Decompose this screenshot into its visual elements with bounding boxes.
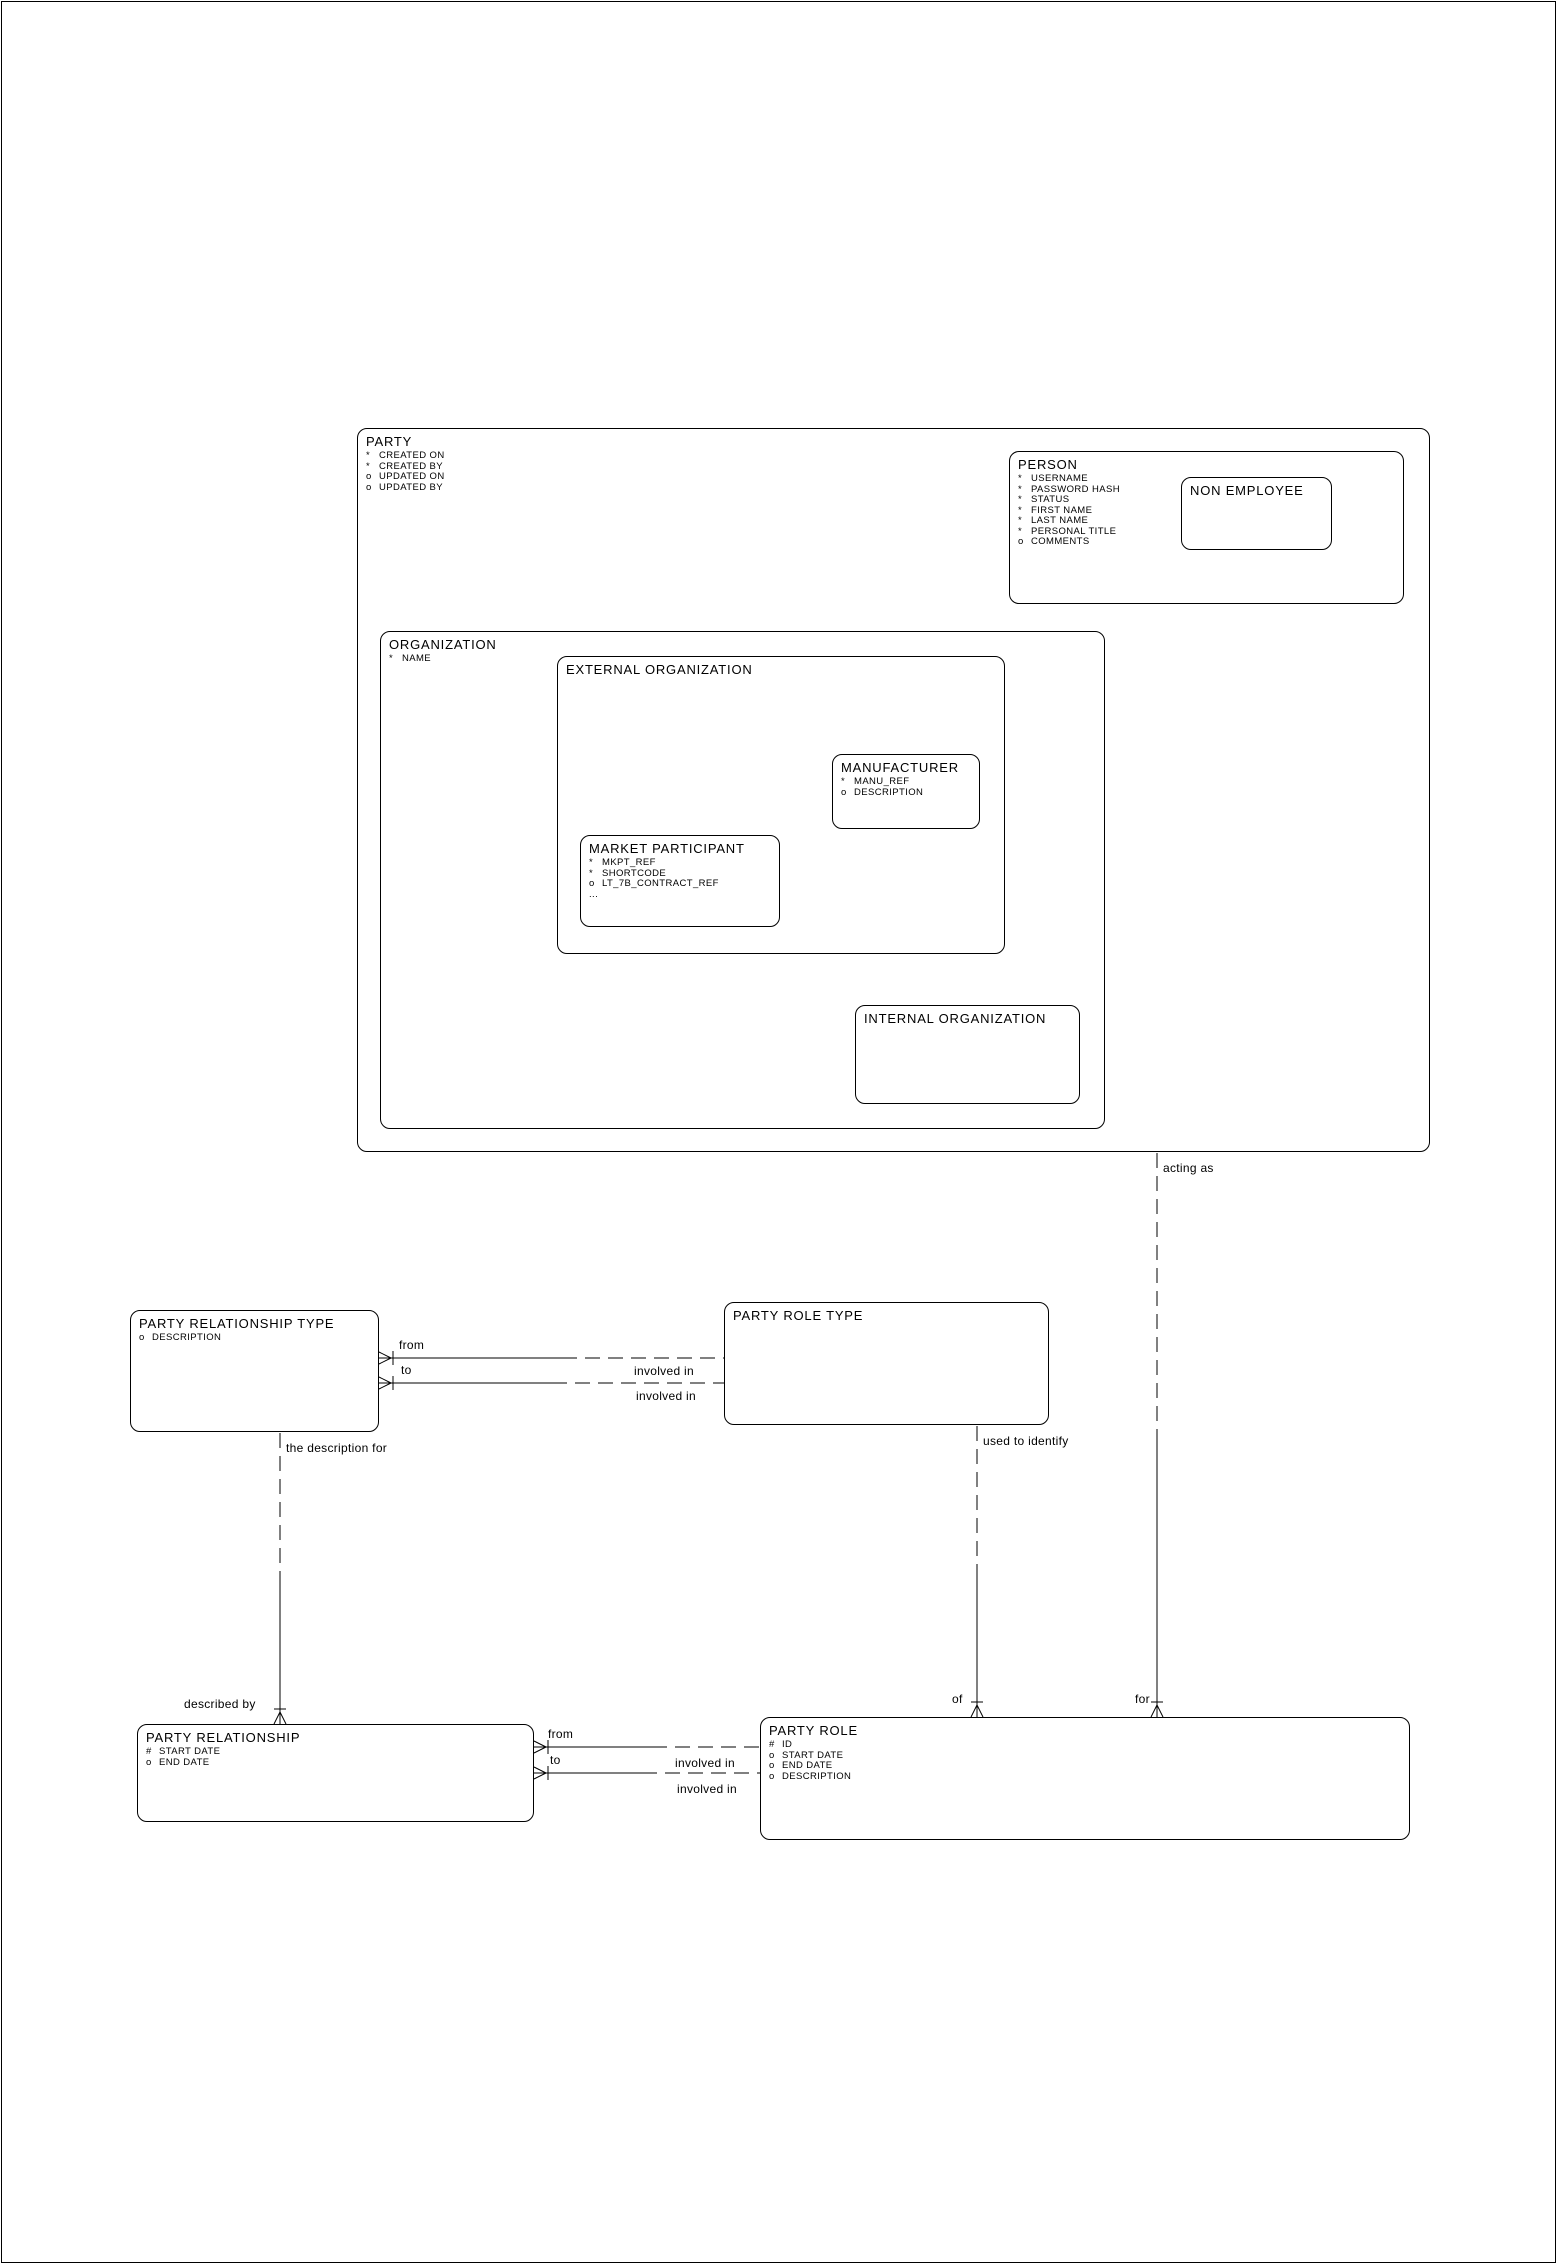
relationship-label-involved-in-type-2: involved in [636, 1389, 697, 1403]
entity-title: PARTY [366, 434, 413, 449]
entity-title: PARTY RELATIONSHIP TYPE [139, 1316, 335, 1331]
relationship-label-described-by: described by [184, 1697, 256, 1711]
relationship-description-for-described-by [273, 1433, 287, 1725]
relationship-label-involved-in-type-1: involved in [634, 1364, 695, 1378]
entity-party-role-type: PARTY ROLE TYPE [724, 1302, 1049, 1425]
entity-title: PERSON [1018, 457, 1078, 472]
relationship-rel-from-involved-in [533, 1740, 760, 1754]
crowfoot-icon [378, 1376, 394, 1390]
entity-title: PARTY RELATIONSHIP [146, 1730, 301, 1745]
relationship-label-involved-in-rel-1: involved in [675, 1756, 736, 1770]
entity-external-organization: EXTERNAL ORGANIZATION [557, 656, 1005, 954]
attribute-list: *NAME [389, 653, 1096, 665]
entity-title: INTERNAL ORGANIZATION [864, 1011, 1047, 1026]
relationship-rel-to-involved-in [533, 1766, 760, 1780]
attribute-row: *USERNAME [1018, 473, 1089, 484]
relationship-label-for: for [1135, 1692, 1150, 1706]
entity-person: PERSON *USERNAME *PASSWORD HASH *STATUS … [1009, 451, 1404, 604]
attribute-row: *MANU_REF [841, 776, 910, 787]
relationship-label-involved-in-rel-2: involved in [677, 1782, 738, 1796]
attribute-row: *LAST NAME [1018, 515, 1089, 526]
entity-non-employee: NON EMPLOYEE [1181, 477, 1332, 550]
relationship-label-to-rel: to [550, 1753, 561, 1767]
entity-title: MARKET PARTICIPANT [589, 841, 745, 856]
crowfoot-icon [1150, 1701, 1164, 1718]
crowfoot-icon [970, 1701, 984, 1718]
entity-title: MANUFACTURER [841, 760, 959, 775]
attribute-row: *NAME [389, 653, 432, 664]
attribute-list: *USERNAME *PASSWORD HASH *STATUS *FIRST … [1018, 473, 1395, 548]
entity-title: PARTY ROLE TYPE [733, 1308, 864, 1323]
relationship-label-of: of [952, 1692, 963, 1706]
relationship-type-from-involved-in [378, 1351, 724, 1365]
entity-internal-organization: INTERNAL ORGANIZATION [855, 1005, 1080, 1104]
relationship-label-used-to-identify: used to identify [983, 1434, 1069, 1448]
entity-market-participant: MARKET PARTICIPANT *MKPT_REF *SHORTCODE … [580, 835, 780, 927]
attribute-row: ... [589, 888, 599, 900]
entity-title: ORGANIZATION [389, 637, 497, 652]
relationship-label-acting-as: acting as [1163, 1161, 1214, 1175]
attribute-row: #ID [769, 1739, 793, 1750]
entity-organization: ORGANIZATION *NAME [380, 631, 1105, 1129]
entity-title: EXTERNAL ORGANIZATION [566, 662, 753, 677]
attribute-row: *PERSONAL TITLE [1018, 525, 1117, 537]
relationship-type-to-involved-in [378, 1376, 724, 1390]
attribute-row: *CREATED ON [366, 450, 445, 461]
attribute-row: *SHORTCODE [589, 867, 667, 879]
attribute-row: *CREATED BY [366, 460, 444, 472]
entity-title: NON EMPLOYEE [1190, 483, 1304, 498]
entity-title: PARTY ROLE [769, 1723, 858, 1738]
crowfoot-icon [378, 1351, 394, 1365]
relationship-used-to-identify-of [970, 1426, 984, 1718]
crowfoot-icon [273, 1708, 287, 1725]
relationship-label-from-rel: from [548, 1727, 574, 1741]
attribute-row: *MKPT_REF [589, 857, 656, 868]
attribute-row: *FIRST NAME [1018, 504, 1093, 516]
relationship-label-the-description-for: the description for [286, 1441, 388, 1455]
relationship-label-to-type: to [401, 1363, 412, 1377]
crowfoot-icon [533, 1740, 549, 1754]
crowfoot-icon [533, 1766, 549, 1780]
attribute-row: *PASSWORD HASH [1018, 483, 1120, 495]
attribute-row: *STATUS [1018, 494, 1070, 505]
relationship-label-from-type: from [399, 1338, 425, 1352]
attribute-row: #START DATE [146, 1746, 221, 1757]
relationship-acting-as-for [1150, 1153, 1164, 1718]
